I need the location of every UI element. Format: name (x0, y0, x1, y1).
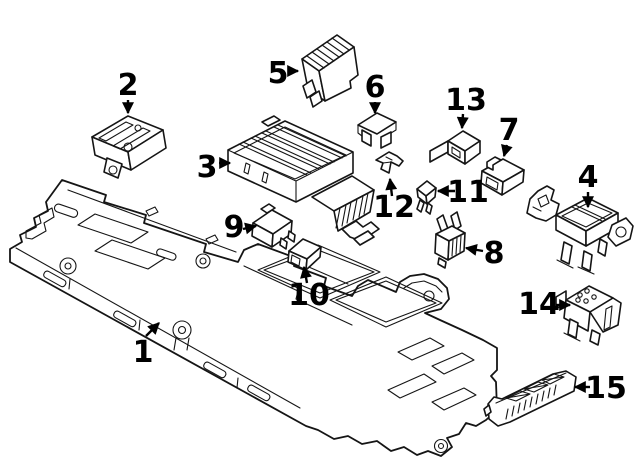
bracket-arm-hole (423, 290, 435, 302)
callout-13-arrow (456, 113, 469, 130)
part-3-fuse-box-drawing[interactable] (227, 115, 380, 246)
part-15-busbar-holder-drawing[interactable] (483, 370, 577, 427)
callout-6-number[interactable]: 6 (365, 70, 386, 105)
part-1-floor-bracket-tray-drawing[interactable] (9, 179, 498, 457)
callout-10-number[interactable]: 10 (288, 278, 330, 313)
flange-hole (615, 226, 627, 238)
callout-8[interactable]: 8 (464, 236, 505, 271)
part-4-bracket-assembly-drawing[interactable] (526, 185, 634, 275)
callout-8-arrow (464, 243, 484, 256)
callout-7-arrow (501, 144, 513, 158)
part-14-fuse-bracket-drawing[interactable] (555, 285, 622, 346)
callout-15[interactable]: 15 (573, 371, 627, 406)
part-8-fuse-holder-drawing[interactable] (434, 211, 466, 269)
callout-12-arrow (385, 177, 398, 197)
callout-11-number[interactable]: 11 (447, 175, 489, 210)
callout-13[interactable]: 13 (445, 83, 487, 130)
callout-13-number[interactable]: 13 (445, 83, 487, 118)
part-11-mini-fuse-drawing[interactable] (416, 180, 437, 215)
part-2-module-drawing[interactable] (91, 115, 167, 179)
callout-10-arrow (300, 265, 312, 284)
callout-1-arrow (145, 322, 160, 337)
callout-12-number[interactable]: 12 (373, 190, 415, 225)
callout-5-number[interactable]: 5 (268, 56, 289, 91)
callout-5[interactable]: 5 (268, 56, 300, 91)
part-6-cover-clip-drawing[interactable] (357, 112, 397, 149)
callout-2-number[interactable]: 2 (118, 68, 139, 103)
part-12-retainer-clip-drawing[interactable] (375, 151, 404, 174)
part-13-bracket-drawing[interactable] (429, 130, 481, 165)
callout-14-number[interactable]: 14 (518, 287, 560, 322)
callout-8-number[interactable]: 8 (484, 236, 505, 271)
callouts-layer: 1 2 3 4 5 6 7 8 (118, 56, 627, 406)
callout-4-number[interactable]: 4 (578, 160, 599, 195)
part-9-relay-drawing[interactable] (251, 203, 296, 250)
callout-11[interactable]: 11 (436, 175, 489, 210)
callout-15-number[interactable]: 15 (585, 371, 627, 406)
grommet-circle (59, 257, 77, 275)
part-7-holder-drawing[interactable] (480, 156, 525, 196)
callout-2[interactable]: 2 (118, 68, 139, 115)
callout-1[interactable]: 1 (133, 322, 160, 370)
callout-9[interactable]: 9 (224, 210, 258, 245)
callout-7[interactable]: 7 (499, 113, 520, 158)
callout-9-number[interactable]: 9 (224, 210, 245, 245)
callout-12[interactable]: 12 (373, 177, 415, 225)
callout-6[interactable]: 6 (365, 70, 386, 115)
callout-1-number[interactable]: 1 (133, 335, 154, 370)
callout-3[interactable]: 3 (197, 150, 232, 185)
part-5-module-connector-drawing[interactable] (301, 34, 359, 108)
callout-14[interactable]: 14 (518, 287, 572, 322)
callout-7-number[interactable]: 7 (499, 113, 520, 148)
grommet-circle (433, 438, 449, 454)
callout-9-arrow (242, 222, 258, 235)
callout-10[interactable]: 10 (288, 265, 330, 313)
callout-4[interactable]: 4 (578, 160, 599, 209)
callout-3-number[interactable]: 3 (197, 150, 218, 185)
grommet-circle (172, 320, 192, 340)
